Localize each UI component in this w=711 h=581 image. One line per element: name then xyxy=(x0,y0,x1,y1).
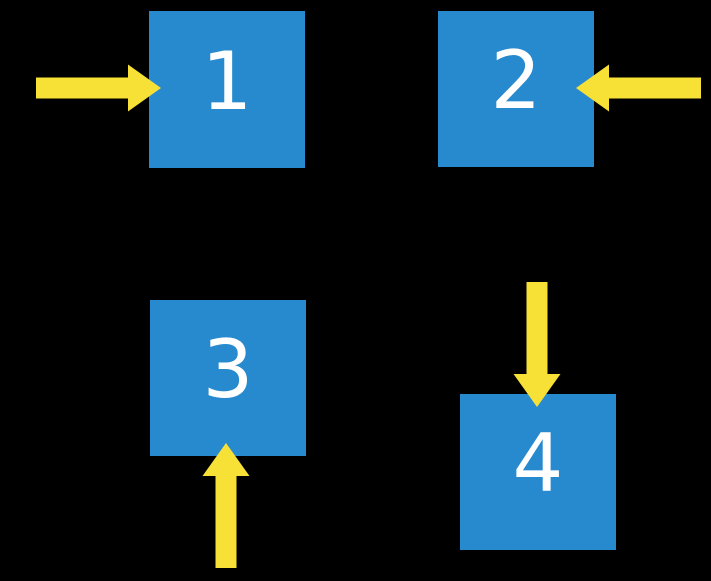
node-label: 4 xyxy=(512,417,564,510)
node-square-1: 1 xyxy=(149,11,305,168)
node-label: 3 xyxy=(202,323,254,416)
node-label: 2 xyxy=(490,34,542,127)
node-label: 1 xyxy=(201,34,253,128)
node-square-2: 2 xyxy=(438,11,594,167)
node-square-3: 3 xyxy=(150,300,306,456)
node-square-4: 4 xyxy=(460,394,616,550)
